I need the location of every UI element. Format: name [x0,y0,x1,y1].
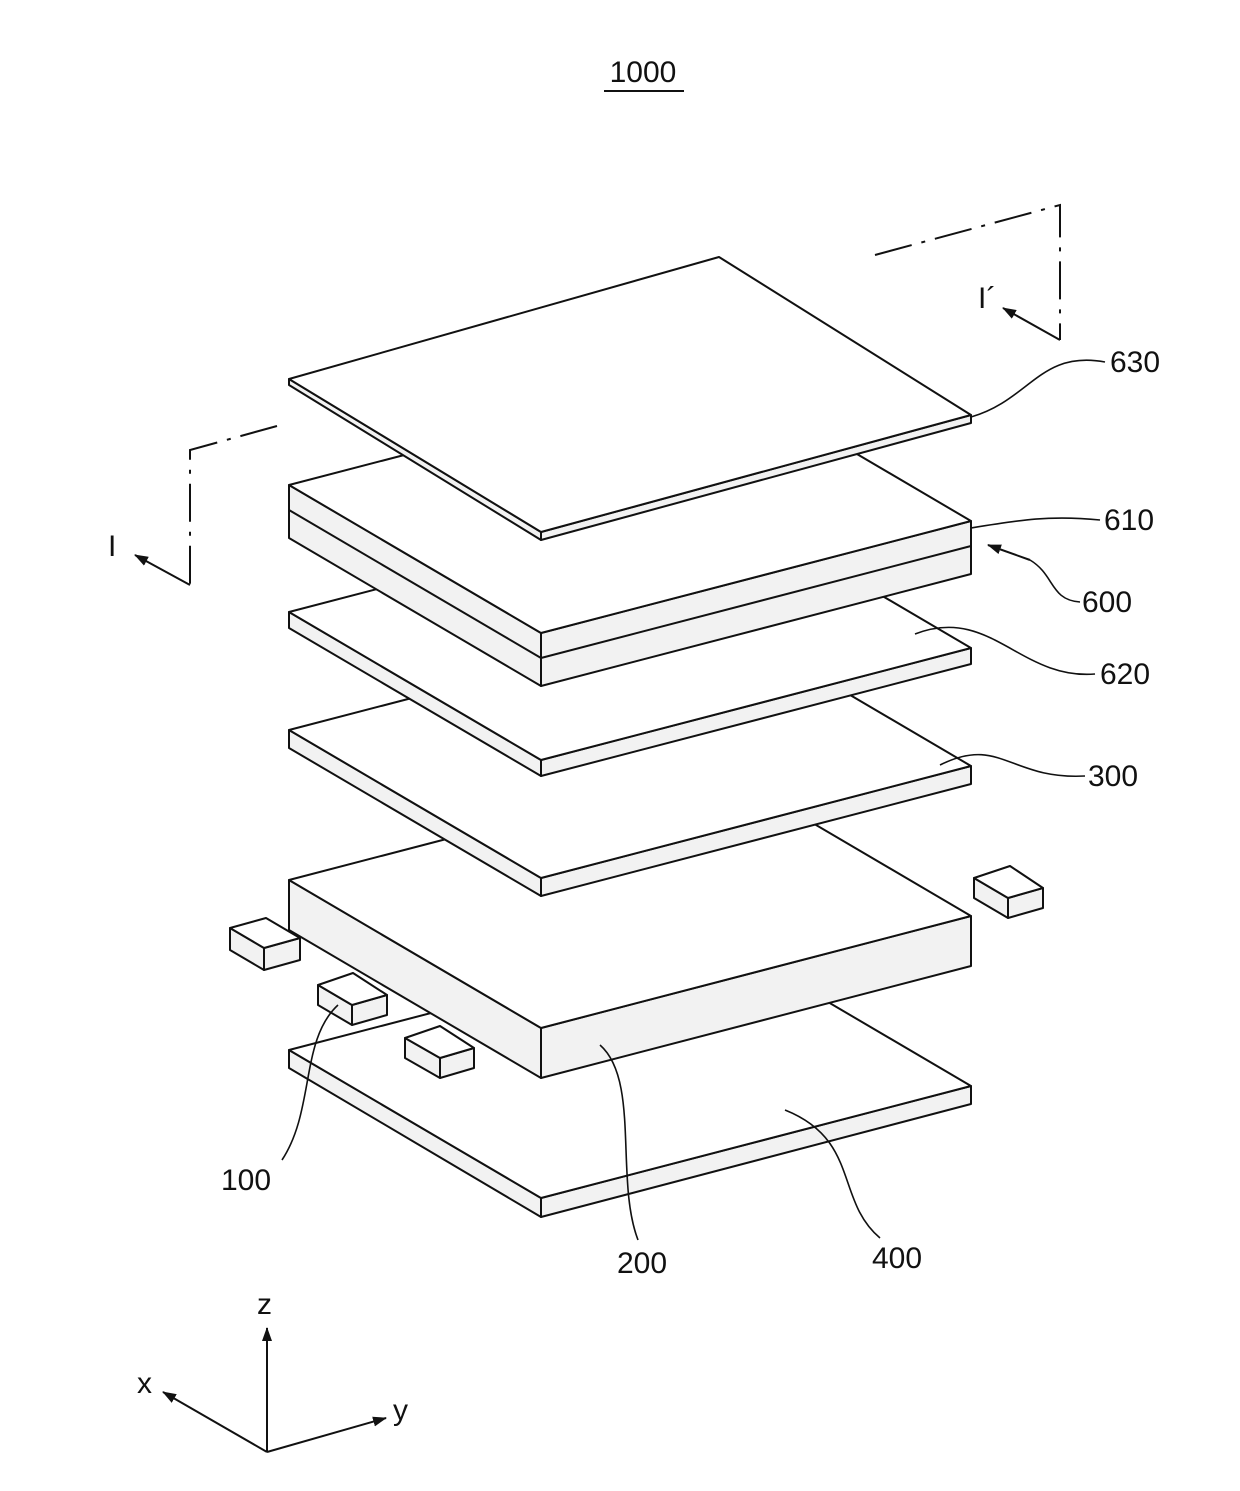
figure-title: 1000 [610,56,677,89]
label-600: 600 [1082,586,1132,619]
label-630: 630 [1110,346,1160,379]
section-line-right [875,205,1060,340]
section-line-left [135,426,277,585]
label-300: 300 [1088,760,1138,793]
section-label-left: I [108,530,116,563]
axis-label-y: y [393,1394,408,1427]
light-source-block [974,866,1043,918]
label-200: 200 [617,1247,667,1280]
label-400: 400 [872,1242,922,1275]
axis-label-z: z [257,1288,272,1321]
leader-600 [1030,560,1080,602]
label-100: 100 [221,1164,271,1197]
coordinate-axes [163,1328,386,1452]
leader-630 [971,360,1105,417]
axis-label-x: x [137,1367,152,1400]
leader-600-arrow [988,545,1030,560]
leader-610 [971,518,1100,528]
label-610: 610 [1104,504,1154,537]
label-620: 620 [1100,658,1150,691]
section-label-right: I´ [978,282,996,315]
